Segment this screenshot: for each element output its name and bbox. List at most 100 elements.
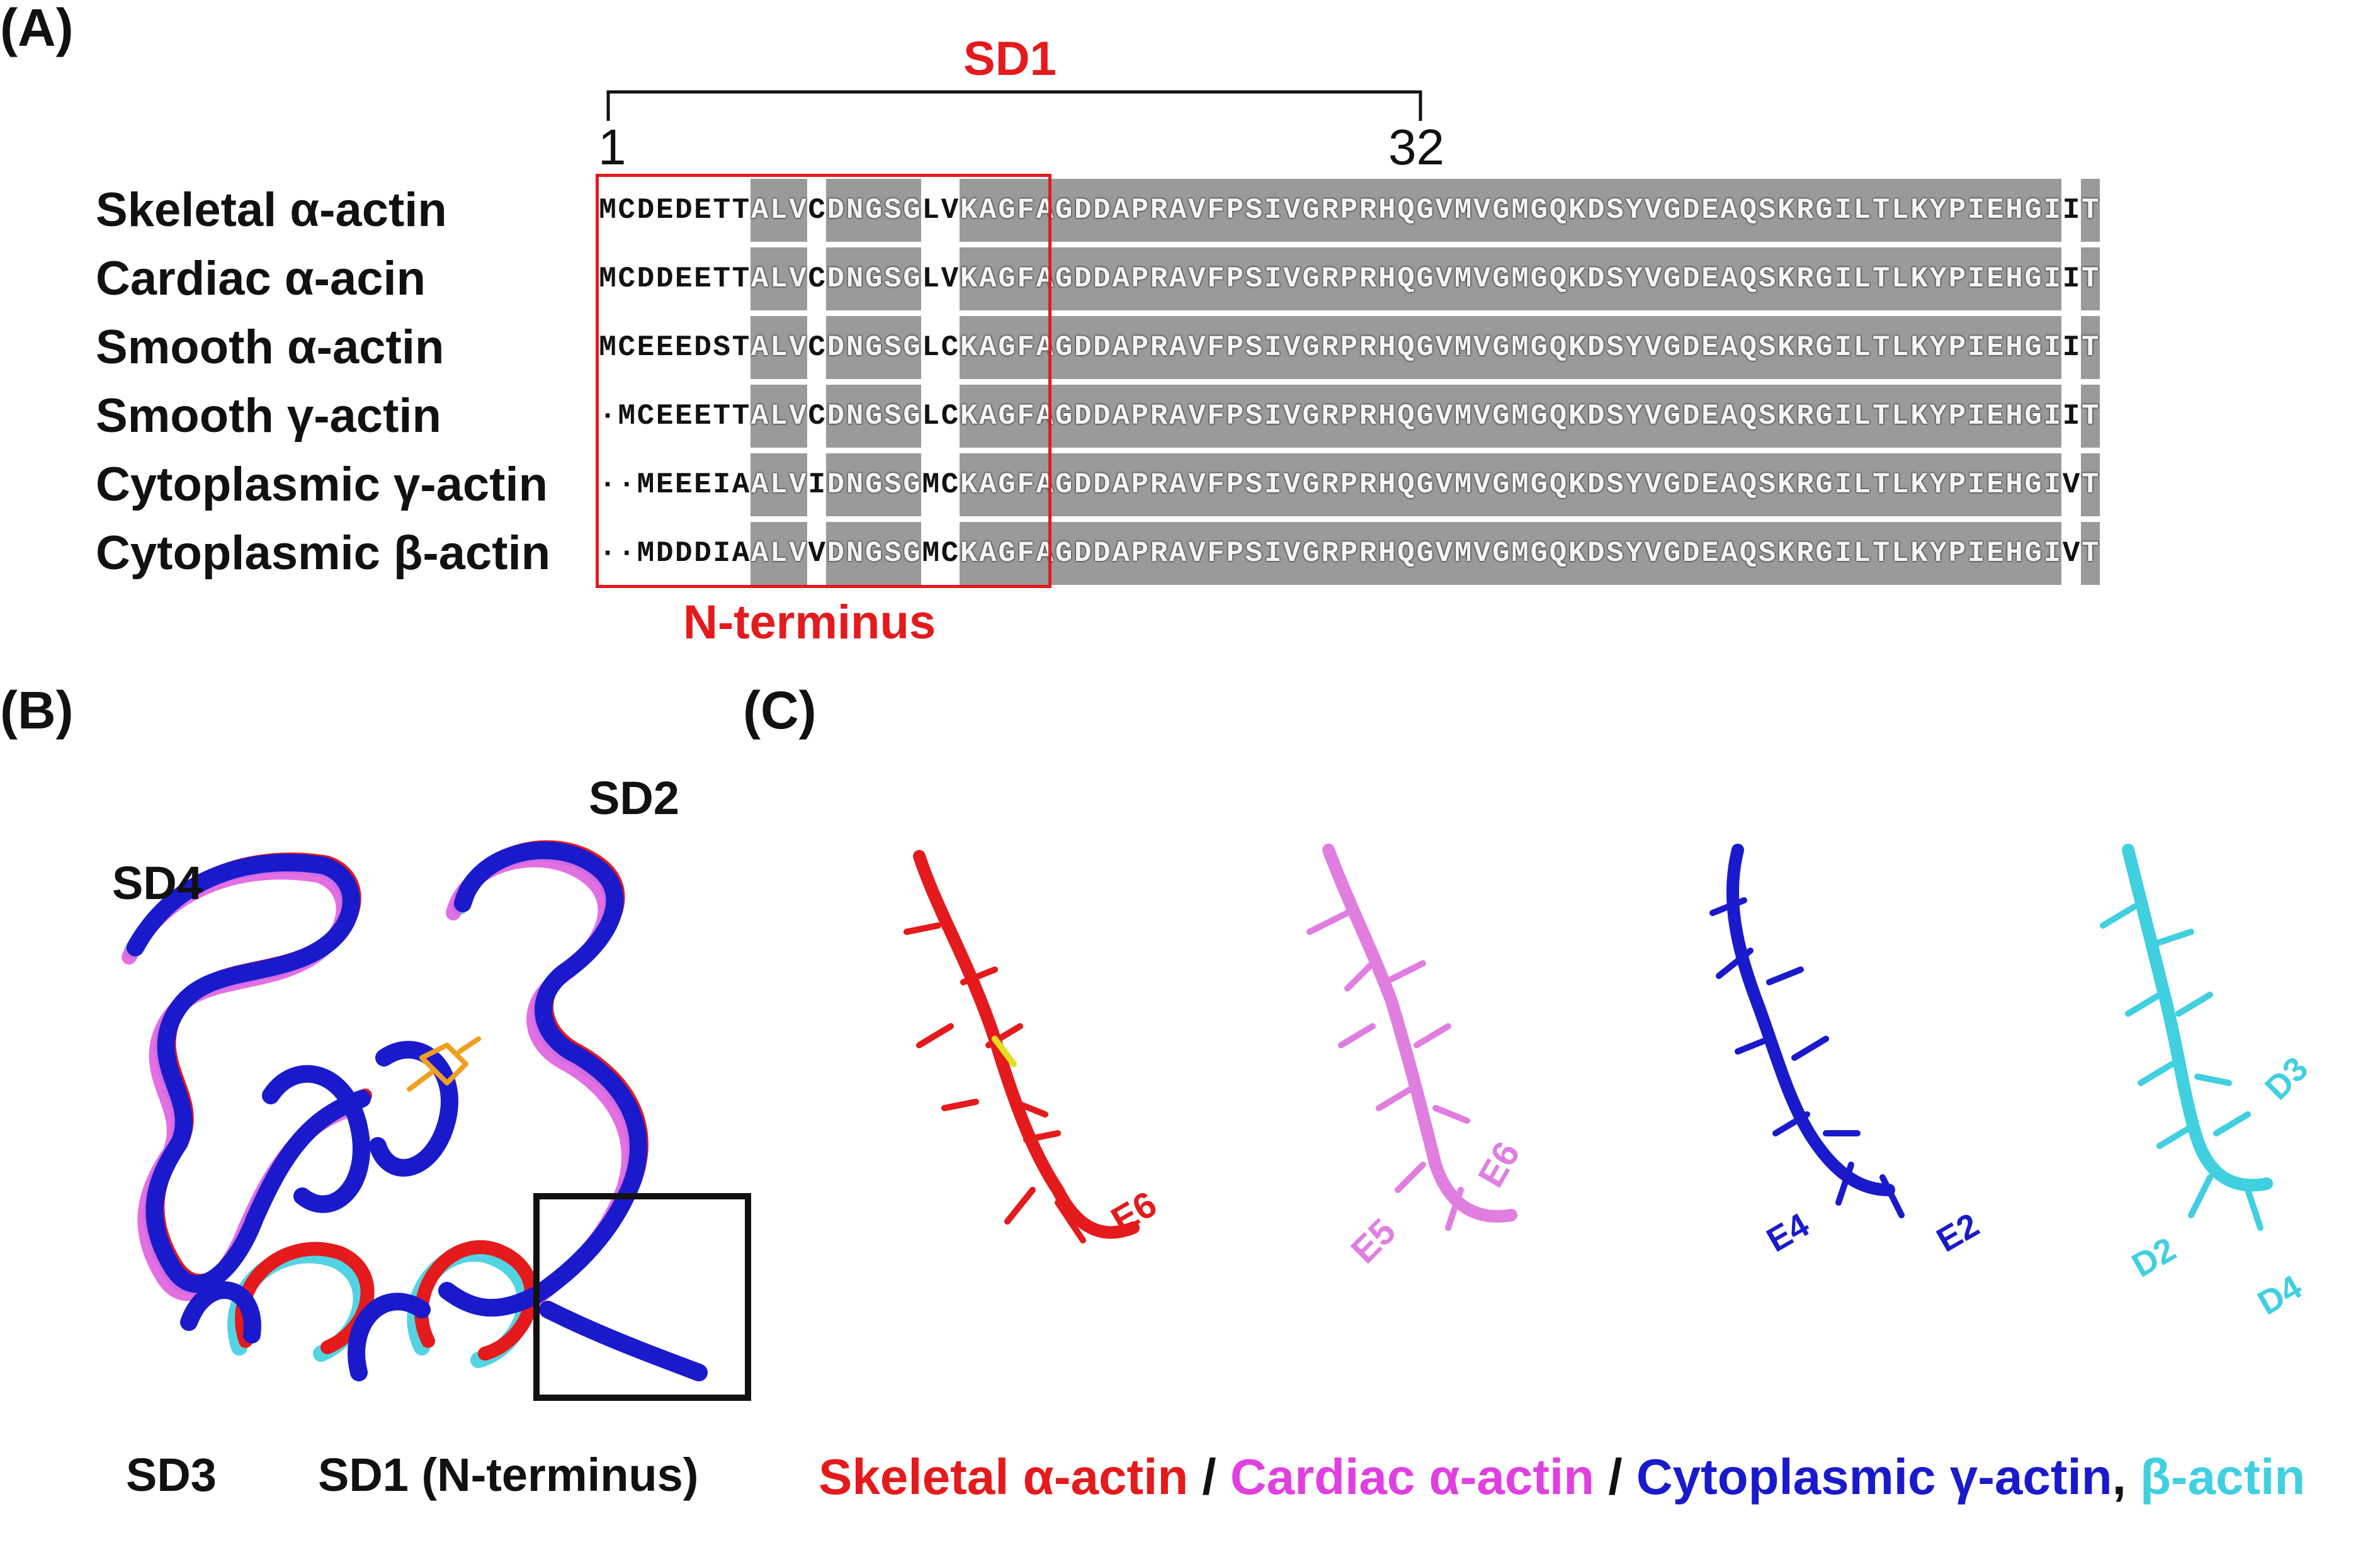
residue-cell: I bbox=[1966, 316, 1986, 379]
residue-cell: · bbox=[618, 468, 636, 501]
residue-cell: M bbox=[1453, 385, 1473, 448]
residue-cell: G bbox=[1815, 247, 1834, 310]
residue-cell: S bbox=[1605, 385, 1625, 448]
residue-cell: R bbox=[1320, 179, 1340, 242]
residue-cell: T bbox=[2080, 385, 2100, 448]
label-sd1-n-terminus: SD1 (N-terminus) bbox=[318, 1449, 699, 1501]
residue-cell: C bbox=[618, 331, 636, 364]
residue-cell: G bbox=[902, 179, 922, 242]
residue-cell: F bbox=[1016, 385, 1036, 448]
residue-cell: Y bbox=[1624, 385, 1644, 448]
residue-cell: G bbox=[1301, 247, 1321, 310]
residue-cell: A bbox=[750, 179, 769, 242]
residue-cell: H bbox=[2004, 385, 2024, 448]
residue-cell: I bbox=[2043, 522, 2062, 585]
residue-cell: A bbox=[732, 537, 750, 570]
residue-cell: A bbox=[978, 453, 997, 516]
residue-cell: D bbox=[1681, 453, 1701, 516]
residue-cell: D bbox=[1681, 385, 1701, 448]
residue-cell: S bbox=[1757, 247, 1777, 310]
residue-cell: D bbox=[1586, 453, 1606, 516]
residue-cell: E bbox=[1985, 453, 2005, 516]
residue-cell: C bbox=[941, 468, 959, 501]
residue-cell: K bbox=[959, 247, 978, 310]
residue-cell: R bbox=[1149, 247, 1169, 310]
residue-cell: V bbox=[1187, 247, 1206, 310]
residue-cell: I bbox=[1833, 385, 1853, 448]
residue-cell: G bbox=[1415, 316, 1435, 379]
residue-cell: G bbox=[864, 247, 883, 310]
residue-cell: G bbox=[902, 247, 922, 310]
residue-cell: M bbox=[1510, 453, 1530, 516]
residue-cell: E bbox=[1985, 385, 2005, 448]
residue-cell: G bbox=[1491, 316, 1510, 379]
residue-cell: P bbox=[1130, 385, 1150, 448]
residue-cell: Y bbox=[1929, 385, 1948, 448]
residue-cell: F bbox=[1206, 385, 1226, 448]
residue-cell: G bbox=[864, 522, 883, 585]
residue-cell: G bbox=[1815, 316, 1834, 379]
residue-cell: R bbox=[1358, 247, 1378, 310]
actin-structure-overlay bbox=[122, 840, 751, 1401]
residue-cell: C bbox=[941, 400, 959, 433]
residue-cell: V bbox=[1472, 385, 1492, 448]
residue-cell: G bbox=[1301, 453, 1321, 516]
residue-cell: R bbox=[1149, 453, 1169, 516]
residue-cell: V bbox=[1282, 179, 1301, 242]
residue-cell: E bbox=[637, 331, 655, 364]
residue-cell: E bbox=[655, 194, 674, 227]
residue-cell: P bbox=[1225, 453, 1245, 516]
residue-cell: G bbox=[864, 179, 883, 242]
residue-cell: I bbox=[1966, 453, 1986, 516]
residue-cell: Q bbox=[1738, 316, 1758, 379]
residue-cell: E bbox=[1985, 179, 2005, 242]
residue-cell: A bbox=[1720, 385, 1739, 448]
residue-cell: A bbox=[978, 247, 997, 310]
residue-cell: V bbox=[1643, 316, 1663, 379]
residue-cell: M bbox=[599, 194, 616, 227]
residue-cell: L bbox=[1852, 453, 1872, 516]
residue-cell: L bbox=[1852, 247, 1872, 310]
residue-cell: V bbox=[808, 537, 825, 570]
residue-cell: G bbox=[864, 453, 883, 516]
residue-cell: V bbox=[1643, 247, 1663, 310]
residue-cell: G bbox=[902, 522, 922, 585]
residue-cell: P bbox=[1339, 247, 1359, 310]
residue-cell: C bbox=[941, 331, 959, 364]
sequence-name: Cardiac α-acin bbox=[96, 252, 426, 305]
residue-cell: D bbox=[1092, 316, 1112, 379]
residue-cell: E bbox=[1700, 247, 1720, 310]
residue-cell: R bbox=[1320, 385, 1340, 448]
residue-cell: P bbox=[1130, 453, 1150, 516]
sd1-region-label: SD1 bbox=[963, 32, 1057, 86]
residue-cell: H bbox=[2004, 247, 2024, 310]
residue-cell: S bbox=[1244, 179, 1264, 242]
residue-cell: A bbox=[1168, 522, 1187, 585]
residue-cell: T bbox=[1871, 522, 1891, 585]
residue-cell: A bbox=[1720, 453, 1739, 516]
residue-cell: E bbox=[1985, 522, 2005, 585]
fragment-cardiac bbox=[1306, 844, 1517, 1231]
residue-cell: S bbox=[1605, 522, 1625, 585]
residue-cell: R bbox=[1795, 316, 1815, 379]
residue-cell: C bbox=[637, 400, 655, 433]
residue-cell: C bbox=[618, 194, 636, 227]
residue-cell: V bbox=[1187, 179, 1206, 242]
legend-cardiac: Cardiac α-actin bbox=[1230, 1449, 1595, 1505]
residue-cell: R bbox=[1358, 453, 1378, 516]
residue-cell: D bbox=[1681, 179, 1701, 242]
residue-cell: A bbox=[1111, 179, 1131, 242]
residue-cell: · bbox=[599, 537, 616, 570]
residue-cell: Q bbox=[1396, 247, 1416, 310]
residue-cell: D bbox=[655, 537, 674, 570]
residue-cell: I bbox=[2062, 331, 2080, 364]
residue-cell: E bbox=[694, 468, 711, 501]
residue-cell: L bbox=[1852, 522, 1872, 585]
residue-cell: L bbox=[769, 316, 788, 379]
residue-cell: P bbox=[1225, 179, 1245, 242]
sequence-name: Cytoplasmic β-actin bbox=[96, 526, 551, 580]
residue-cell: K bbox=[1567, 453, 1587, 516]
residue-cell: R bbox=[1795, 453, 1815, 516]
residue-cardiac-e5: E5 bbox=[1343, 1211, 1403, 1271]
